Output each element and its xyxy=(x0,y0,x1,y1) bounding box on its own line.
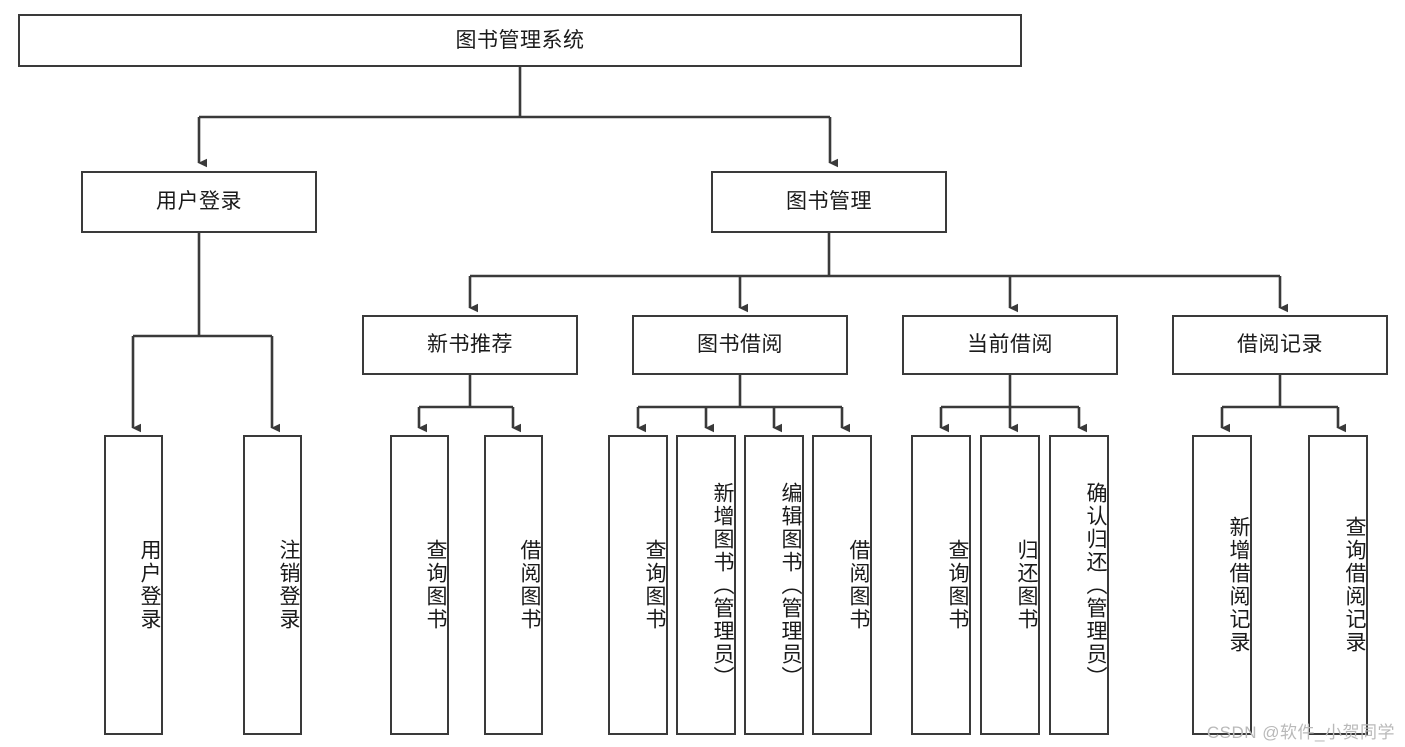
leaf-current-borrow-query[interactable]: 查询图书 xyxy=(911,435,971,735)
leaf-label: 借阅图书 xyxy=(518,539,541,631)
node-current-borrow-label: 当前借阅 xyxy=(967,333,1053,357)
leaf-book-borrow-borrow[interactable]: 借阅图书 xyxy=(812,435,872,735)
node-new-book-recommend[interactable]: 新书推荐 xyxy=(362,315,578,375)
node-root[interactable]: 图书管理系统 xyxy=(18,14,1022,67)
node-new-book-recommend-label: 新书推荐 xyxy=(427,333,513,357)
leaf-label: 确认归还（管理员） xyxy=(1084,481,1107,689)
leaf-new-book-borrow[interactable]: 借阅图书 xyxy=(484,435,543,735)
node-book-management-label: 图书管理 xyxy=(786,190,872,214)
node-user-login[interactable]: 用户登录 xyxy=(81,171,317,233)
leaf-label: 新增图书（管理员） xyxy=(711,481,734,689)
leaf-label: 查询借阅记录 xyxy=(1343,516,1366,654)
leaf-borrow-record-add[interactable]: 新增借阅记录 xyxy=(1192,435,1252,735)
node-book-management[interactable]: 图书管理 xyxy=(711,171,947,233)
node-root-label: 图书管理系统 xyxy=(455,28,585,52)
leaf-book-borrow-edit[interactable]: 编辑图书（管理员） xyxy=(744,435,804,735)
node-book-borrow-label: 图书借阅 xyxy=(697,333,783,357)
leaf-label: 查询图书 xyxy=(424,539,447,631)
leaf-current-borrow-return[interactable]: 归还图书 xyxy=(980,435,1040,735)
leaf-new-book-query[interactable]: 查询图书 xyxy=(390,435,449,735)
leaf-borrow-record-query[interactable]: 查询借阅记录 xyxy=(1308,435,1368,735)
watermark: CSDN @软件_小贺同学 xyxy=(1206,723,1395,742)
leaf-label: 查询图书 xyxy=(946,539,969,631)
leaf-label: 注销登录 xyxy=(277,539,300,631)
leaf-user-login-signin[interactable]: 用户登录 xyxy=(104,435,163,735)
node-borrow-record-label: 借阅记录 xyxy=(1237,333,1323,357)
leaf-label: 用户登录 xyxy=(138,539,161,631)
leaf-book-borrow-query[interactable]: 查询图书 xyxy=(608,435,668,735)
leaf-label: 查询图书 xyxy=(643,539,666,631)
node-book-borrow[interactable]: 图书借阅 xyxy=(632,315,848,375)
node-borrow-record[interactable]: 借阅记录 xyxy=(1172,315,1388,375)
node-user-login-label: 用户登录 xyxy=(156,190,242,214)
leaf-label: 借阅图书 xyxy=(847,539,870,631)
node-current-borrow[interactable]: 当前借阅 xyxy=(902,315,1118,375)
leaf-label: 归还图书 xyxy=(1015,539,1038,631)
leaf-label: 新增借阅记录 xyxy=(1227,516,1250,654)
leaf-current-borrow-confirm[interactable]: 确认归还（管理员） xyxy=(1049,435,1109,735)
leaf-label: 编辑图书（管理员） xyxy=(779,481,802,689)
leaf-book-borrow-add[interactable]: 新增图书（管理员） xyxy=(676,435,736,735)
leaf-user-login-signout[interactable]: 注销登录 xyxy=(243,435,302,735)
